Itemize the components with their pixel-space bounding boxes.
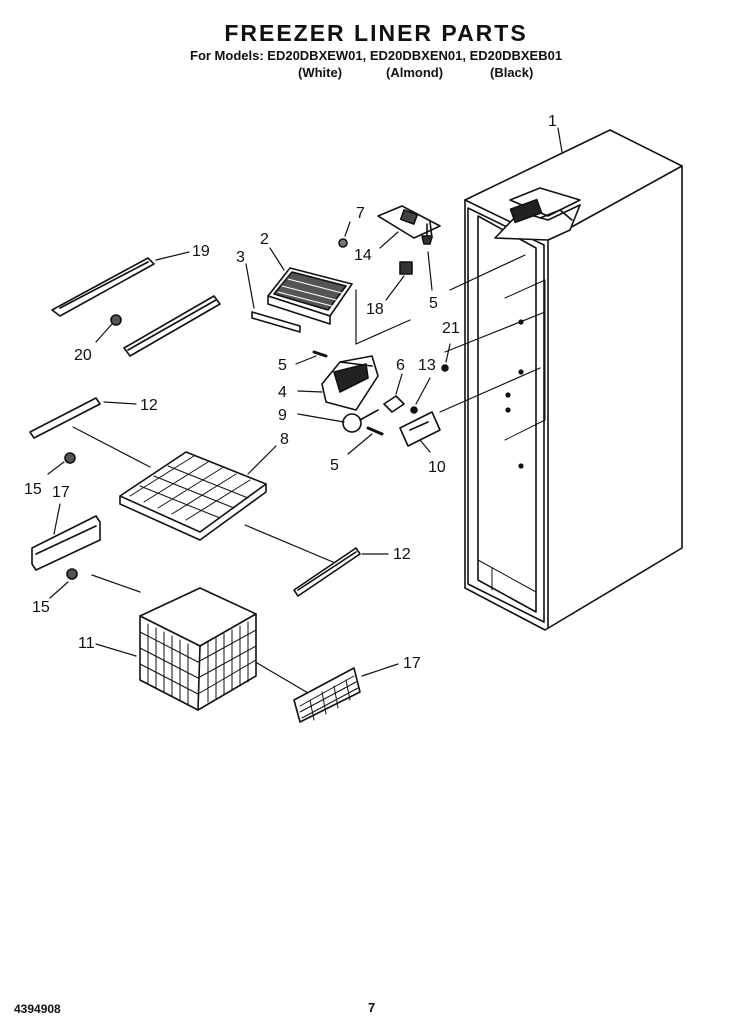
plug [441, 364, 449, 372]
callout-labels: 1 2 3 4 5 5 5 6 7 8 9 10 11 12 12 13 14 … [24, 113, 557, 672]
callout-9: 9 [278, 407, 287, 424]
upper-rails [51, 257, 221, 357]
control-bracket [377, 205, 441, 239]
callout-21: 21 [442, 320, 460, 337]
callout-5a: 5 [429, 295, 438, 312]
color-black: (Black) [490, 65, 534, 80]
wire-shelf [119, 451, 267, 541]
models-line: For Models: ED20DBXEW01, ED20DBXEN01, ED… [190, 48, 563, 63]
callout-15b: 15 [32, 599, 50, 616]
light-bulb [342, 413, 362, 433]
callout-5c: 5 [330, 457, 339, 474]
callout-3: 3 [236, 249, 245, 266]
shelf-rails [29, 397, 361, 597]
leader-lines [72, 127, 563, 701]
callout-17b: 17 [403, 655, 421, 672]
callout-20: 20 [74, 347, 92, 364]
light-housing [321, 355, 379, 411]
callout-7: 7 [356, 205, 365, 222]
callout-15a: 15 [24, 481, 42, 498]
basket-front [293, 667, 361, 723]
filter-strip [251, 311, 301, 333]
callout-2: 2 [260, 231, 269, 248]
callout-10: 10 [428, 459, 446, 476]
rail-edge [35, 525, 97, 555]
page-number: 7 [368, 1000, 376, 1015]
color-almond: (Almond) [386, 65, 444, 80]
page-title: FREEZER LINER PARTS [224, 20, 528, 46]
document-number: 4394908 [14, 1002, 61, 1016]
callout-4: 4 [278, 384, 287, 401]
callout-12b: 12 [393, 546, 411, 563]
callout-19: 19 [192, 243, 210, 260]
callout-8: 8 [280, 431, 289, 448]
callout-11: 11 [78, 635, 95, 652]
callout-arrows [47, 221, 451, 677]
screws [312, 350, 384, 436]
clip [399, 261, 413, 275]
wire-basket [139, 587, 257, 711]
freezer-liner [464, 129, 683, 631]
grommet [410, 406, 418, 414]
light-socket [383, 395, 405, 413]
screw [421, 223, 433, 245]
light-cover [399, 411, 441, 447]
callout-14: 14 [354, 247, 372, 264]
rail [31, 515, 101, 571]
callout-12a: 12 [140, 397, 158, 414]
callout-1: 1 [548, 113, 557, 130]
screw [338, 238, 348, 248]
color-white: (White) [298, 65, 343, 80]
callout-18: 18 [366, 301, 384, 318]
callout-5b: 5 [278, 357, 287, 374]
bulb-wire [359, 409, 379, 421]
callout-13: 13 [418, 357, 436, 374]
cover-slot [409, 421, 429, 431]
callout-6: 6 [396, 357, 405, 374]
callout-17a: 17 [52, 484, 70, 501]
air-filter [267, 267, 353, 325]
